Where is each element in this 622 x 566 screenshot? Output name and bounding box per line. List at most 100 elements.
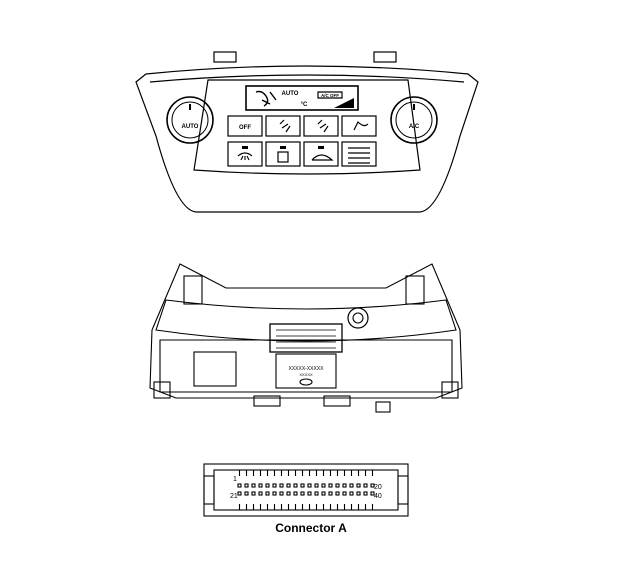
display-temp-unit: °C <box>301 102 308 108</box>
rear-inner-recess <box>155 299 457 342</box>
rear-connector-housing <box>269 323 343 353</box>
pin <box>279 491 284 496</box>
pin <box>286 491 291 496</box>
part-number-sticker <box>275 353 337 389</box>
off-button-label: OFF <box>239 125 251 131</box>
pin <box>293 491 298 496</box>
seat-person-icon <box>255 90 277 107</box>
fan-speed-icon <box>348 147 370 164</box>
pin <box>286 483 291 488</box>
connector-latch-left <box>203 475 215 505</box>
connector-outer-shell <box>203 463 409 517</box>
bottom-clip <box>323 395 351 407</box>
pin-row-top <box>237 483 375 488</box>
off-button[interactable] <box>227 115 263 137</box>
pin <box>300 483 305 488</box>
pin <box>363 491 368 496</box>
display-ac-status: A/C OFF <box>321 93 339 98</box>
front-defrost-icon <box>237 152 253 161</box>
pin-label-21: 21 <box>230 493 238 500</box>
mounting-bracket <box>153 381 171 399</box>
pin <box>335 483 340 488</box>
pin <box>349 491 354 496</box>
mounting-bracket <box>405 275 425 305</box>
pin <box>272 483 277 488</box>
recirculation-button[interactable] <box>303 141 339 167</box>
pin <box>272 491 277 496</box>
pin <box>321 491 326 496</box>
recirculation-icon <box>311 154 334 161</box>
sticker-line-1: XXXXX-XXXXX <box>288 366 324 372</box>
pin <box>356 491 361 496</box>
pin <box>328 483 333 488</box>
pin <box>251 483 256 488</box>
pin <box>244 483 249 488</box>
rear-back-plate <box>159 339 453 393</box>
rear-panel <box>149 263 463 413</box>
pin-label-20: 20 <box>374 484 382 491</box>
connector-a <box>203 463 409 517</box>
mounting-bracket <box>441 381 459 399</box>
pin <box>265 491 270 496</box>
pin <box>370 483 375 488</box>
pin <box>244 491 249 496</box>
aspirator-port <box>347 307 369 329</box>
pin <box>251 491 256 496</box>
lcd-display <box>245 85 359 111</box>
fan-speed-bars-icon <box>334 98 354 108</box>
connector-latch-right <box>397 475 409 505</box>
ac-indicator-box <box>317 91 343 99</box>
front-bezel-outline <box>135 65 479 213</box>
bilevel-vent-icon <box>317 119 329 133</box>
vent-face-button[interactable] <box>265 115 301 137</box>
rear-defrost-icon <box>277 151 289 163</box>
pin <box>237 483 242 488</box>
mounting-tab <box>373 51 397 63</box>
front-defrost-button[interactable] <box>227 141 263 167</box>
left-knob-label: AUTO <box>182 124 199 130</box>
brand-logo <box>299 378 313 386</box>
pin <box>342 491 347 496</box>
pin <box>237 491 242 496</box>
blank-label-area <box>193 351 237 387</box>
pin <box>314 483 319 488</box>
bottom-clip <box>375 401 391 413</box>
temp-knob-left[interactable] <box>166 96 214 144</box>
fan-speed-button[interactable] <box>341 141 377 167</box>
vent-bilevel-button[interactable] <box>303 115 339 137</box>
pin <box>265 483 270 488</box>
pin <box>258 483 263 488</box>
front-panel <box>135 51 479 213</box>
temp-knob-right[interactable] <box>390 96 438 144</box>
sticker-line-2: XXXXX <box>299 372 313 377</box>
rear-housing-outline <box>149 263 463 399</box>
pin <box>307 483 312 488</box>
right-knob-label: A/C <box>409 124 420 130</box>
bezel-inner-line <box>149 74 465 83</box>
connector-caption: Connector A <box>275 521 347 535</box>
pin <box>293 483 298 488</box>
pin <box>258 491 263 496</box>
pin <box>342 483 347 488</box>
rear-defrost-button[interactable] <box>265 141 301 167</box>
pin <box>370 491 375 496</box>
pin <box>328 491 333 496</box>
vent-floor-button[interactable] <box>341 115 377 137</box>
display-mode-text: AUTO <box>282 91 299 97</box>
bottom-clip <box>253 395 281 407</box>
pin <box>356 483 361 488</box>
pin-row-bottom <box>237 491 375 496</box>
pin <box>300 491 305 496</box>
pin-label-1: 1 <box>233 476 237 483</box>
pin <box>335 491 340 496</box>
pin <box>363 483 368 488</box>
pin <box>307 491 312 496</box>
mounting-tab <box>213 51 237 63</box>
pin <box>349 483 354 488</box>
face-vent-icon <box>279 119 291 133</box>
center-face <box>193 79 421 175</box>
pin <box>321 483 326 488</box>
mounting-bracket <box>183 275 203 305</box>
pin-label-40: 40 <box>374 493 382 500</box>
